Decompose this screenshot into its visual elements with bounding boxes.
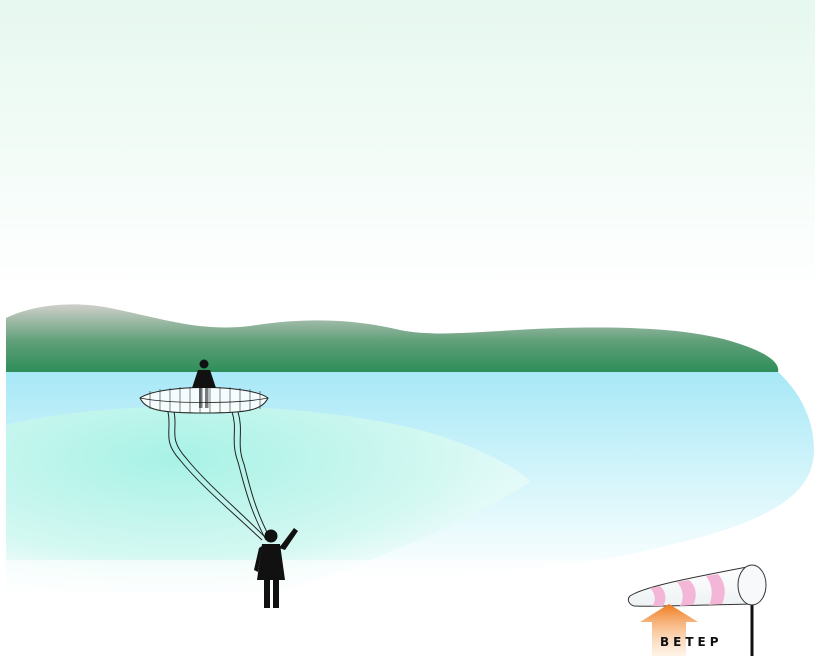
wind-label: ВЕТЕР (660, 635, 723, 649)
paraglider-wing-icon (140, 387, 268, 413)
